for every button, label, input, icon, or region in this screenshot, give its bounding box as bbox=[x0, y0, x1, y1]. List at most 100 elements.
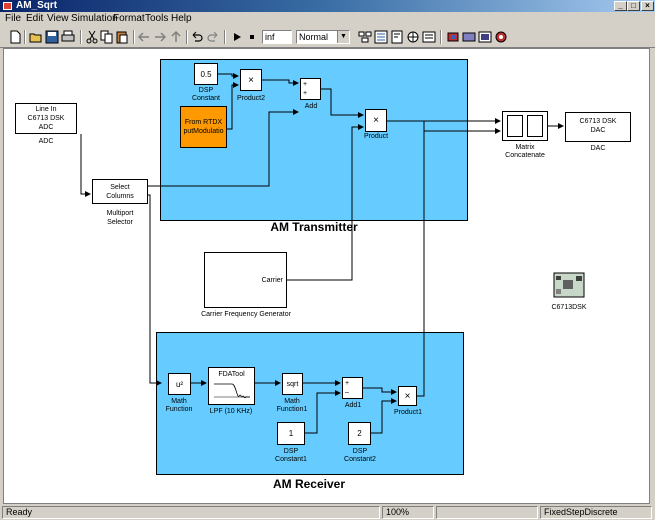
product2-block[interactable]: × bbox=[240, 69, 262, 91]
dsp-constant-block[interactable]: 0.5 bbox=[194, 63, 218, 85]
signal-lines bbox=[80, 73, 564, 434]
model-explorer-icon[interactable] bbox=[374, 30, 388, 44]
dsp-constant2-value: 2 bbox=[357, 429, 362, 438]
dsp-constant2-label2: Constant2 bbox=[344, 456, 376, 463]
am-receiver-title: AM Receiver bbox=[272, 477, 346, 491]
matrix-label1: Matrix bbox=[515, 144, 535, 151]
product-symbol: × bbox=[373, 115, 379, 126]
lpf-label: LPF (10 KHz) bbox=[209, 408, 253, 415]
add-plus2: + bbox=[303, 90, 308, 97]
window-title: AM_Sqrt bbox=[16, 0, 58, 11]
save-icon[interactable] bbox=[45, 30, 59, 44]
am-transmitter-title: AM Transmitter bbox=[270, 220, 358, 234]
multiport-selector-block[interactable]: Select Columns bbox=[92, 179, 148, 204]
new-icon[interactable] bbox=[8, 30, 22, 44]
dsp-constant2-label1: DSP bbox=[352, 448, 368, 455]
maximize-button[interactable]: □ bbox=[627, 1, 640, 11]
lpf-block[interactable]: FDATool bbox=[208, 367, 255, 405]
profile-icon[interactable] bbox=[462, 30, 476, 44]
status-solver: FixedStepDiscrete bbox=[540, 506, 652, 519]
adc-text3: ADC bbox=[38, 124, 54, 131]
paste-icon[interactable] bbox=[115, 30, 129, 44]
close-button[interactable]: × bbox=[641, 1, 654, 11]
selector-label1: Multiport bbox=[106, 210, 134, 217]
target-icon[interactable] bbox=[446, 30, 460, 44]
menu-tools[interactable]: Tools bbox=[145, 13, 169, 24]
back-icon[interactable] bbox=[137, 30, 151, 44]
product1-block[interactable]: × bbox=[398, 386, 417, 406]
stop-time-input[interactable]: inf bbox=[262, 30, 292, 44]
undo-icon[interactable] bbox=[190, 30, 204, 44]
debug-icon[interactable] bbox=[406, 30, 420, 44]
minimize-button[interactable]: _ bbox=[614, 1, 627, 11]
redo-icon[interactable] bbox=[206, 30, 220, 44]
menu-file[interactable]: File bbox=[5, 13, 22, 24]
cut-icon[interactable] bbox=[85, 30, 99, 44]
matrix-input-2-icon bbox=[527, 115, 543, 137]
product1-label: Product1 bbox=[393, 409, 423, 416]
dsp-constant1-value: 1 bbox=[288, 429, 294, 438]
up-icon[interactable] bbox=[169, 30, 183, 44]
rtw-icon[interactable] bbox=[494, 30, 508, 44]
add1-minus: – bbox=[345, 389, 349, 396]
dac-text1: C6713 DSK bbox=[579, 118, 617, 125]
print-icon[interactable] bbox=[61, 30, 75, 44]
update-diagram-icon[interactable] bbox=[422, 30, 436, 44]
c6713dsk-label: C6713DSK bbox=[551, 304, 587, 311]
sim-mode-select[interactable]: Normal ▼ bbox=[296, 30, 350, 44]
rtdx-text1: From RTDX bbox=[184, 119, 223, 126]
add1-label: Add1 bbox=[344, 402, 362, 409]
add1-plus: + bbox=[345, 380, 350, 387]
dsp-constant2-block[interactable]: 2 bbox=[348, 422, 371, 445]
matrix-label2: Concatenate bbox=[505, 152, 545, 159]
carrier-generator-label: Carrier Frequency Generator bbox=[201, 311, 291, 318]
report-icon[interactable] bbox=[478, 30, 492, 44]
status-zoom: 100% bbox=[382, 506, 434, 519]
product2-label: Product2 bbox=[236, 95, 266, 102]
add-plus1: + bbox=[303, 81, 308, 88]
c6713dsk-board-icon[interactable] bbox=[553, 271, 585, 301]
adc-text1: Line In bbox=[35, 106, 57, 113]
math-function1-label2: Function1 bbox=[276, 406, 308, 413]
build-icon[interactable] bbox=[390, 30, 404, 44]
stop-icon[interactable] bbox=[245, 30, 259, 44]
dac-label: DAC bbox=[590, 145, 606, 152]
chevron-down-icon[interactable]: ▼ bbox=[337, 31, 349, 43]
forward-icon[interactable] bbox=[153, 30, 167, 44]
adc-block[interactable]: Line In C6713 DSK ADC bbox=[15, 103, 77, 134]
math-function1-symbol: sqrt bbox=[286, 380, 299, 388]
library-icon[interactable] bbox=[358, 30, 372, 44]
math-function-block[interactable]: u² bbox=[168, 373, 191, 395]
start-icon[interactable] bbox=[230, 30, 244, 44]
menu-simulation[interactable]: Simulation bbox=[71, 13, 118, 24]
dac-text2: DAC bbox=[590, 127, 606, 134]
math-function-label2: Function bbox=[165, 406, 193, 413]
copy-icon[interactable] bbox=[100, 30, 114, 44]
math-function1-block[interactable]: sqrt bbox=[282, 373, 303, 395]
sim-mode-value: Normal bbox=[299, 32, 329, 42]
menu-help[interactable]: Help bbox=[171, 13, 192, 24]
dsp-constant1-label2: Constant1 bbox=[275, 456, 307, 463]
matrix-concatenate-block[interactable] bbox=[502, 111, 548, 141]
from-rtdx-block[interactable]: From RTDX putModulatio bbox=[180, 106, 227, 148]
menu-edit[interactable]: Edit bbox=[26, 13, 44, 24]
carrier-port-label: Carrier bbox=[261, 276, 283, 284]
status-state: Ready bbox=[2, 506, 380, 519]
product-block[interactable]: × bbox=[365, 109, 387, 132]
add1-block[interactable]: + – bbox=[342, 377, 363, 399]
menu-view[interactable]: View bbox=[47, 13, 69, 24]
open-icon[interactable] bbox=[29, 30, 43, 44]
toolbar: inf Normal ▼ bbox=[0, 27, 655, 48]
dsp-constant-label1: DSP bbox=[198, 87, 214, 94]
model-canvas[interactable]: AM Transmitter AM Receiver bbox=[3, 48, 650, 504]
dac-block[interactable]: C6713 DSK DAC bbox=[565, 112, 631, 142]
product1-symbol: × bbox=[404, 390, 411, 402]
rtdx-text2: putModulatio bbox=[183, 128, 224, 135]
carrier-generator-block[interactable]: Carrier bbox=[204, 252, 287, 308]
menu-format[interactable]: Format bbox=[113, 13, 145, 24]
dsp-constant1-block[interactable]: 1 bbox=[277, 422, 305, 445]
title-bar: AM_Sqrt _ □ × bbox=[0, 0, 655, 12]
selector-text2: Columns bbox=[106, 192, 134, 200]
add-block[interactable]: + + bbox=[300, 78, 321, 100]
math-function1-label1: Math bbox=[284, 398, 300, 405]
